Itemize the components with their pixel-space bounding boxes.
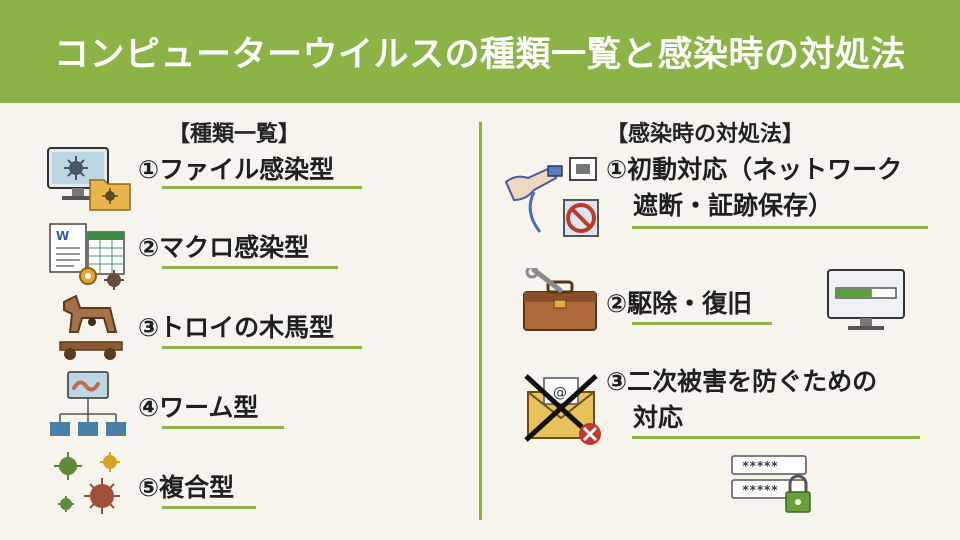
blocked-email-icon: @ bbox=[524, 372, 608, 448]
progress-fill bbox=[837, 289, 872, 297]
underline bbox=[162, 186, 362, 189]
underline bbox=[162, 506, 256, 509]
document-spreadsheet-gear-icon: W bbox=[48, 222, 134, 290]
multiple-viruses-icon bbox=[52, 450, 130, 518]
type-trojan-label: ③トロイの木馬型 bbox=[138, 313, 335, 342]
monitor-progress-icon bbox=[826, 268, 906, 334]
underline bbox=[162, 266, 338, 269]
password-lock-icon: ***** ***** bbox=[730, 452, 826, 518]
column-divider bbox=[479, 122, 482, 520]
underline bbox=[162, 426, 284, 429]
underline bbox=[162, 346, 362, 349]
type-macro-virus-label: ②マクロ感染型 bbox=[138, 233, 310, 262]
page-title: コンピューターウイルスの種類一覧と感染時の対処法 bbox=[53, 35, 906, 75]
svg-text:W: W bbox=[56, 229, 69, 243]
countermeasures-heading: 【感染時の対処法】 bbox=[606, 122, 805, 147]
underline bbox=[632, 226, 928, 229]
monitor-virus-folder-icon bbox=[46, 146, 134, 212]
countermeasure-secondary-line2: 対応 bbox=[633, 403, 684, 432]
worm-network-icon bbox=[48, 370, 130, 442]
password-mask-1: ***** bbox=[742, 459, 778, 473]
countermeasure-initial-line1: ①初動対応（ネットワーク bbox=[606, 155, 903, 184]
type-file-infector-label: ①ファイル感染型 bbox=[138, 155, 335, 184]
underline bbox=[632, 436, 920, 439]
unplug-network-cable-icon bbox=[504, 152, 604, 244]
underline bbox=[632, 322, 772, 325]
password-mask-2: ***** bbox=[742, 483, 778, 497]
type-multipartite-label: ⑤複合型 bbox=[138, 473, 235, 502]
countermeasure-initial-line2: 遮断・証跡保存） bbox=[633, 191, 834, 220]
countermeasure-secondary-line1: ③二次被害を防ぐための bbox=[606, 367, 878, 396]
types-heading: 【種類一覧】 bbox=[168, 122, 301, 147]
trojan-horse-icon bbox=[54, 292, 132, 364]
svg-text:@: @ bbox=[553, 385, 567, 401]
title-banner: コンピューターウイルスの種類一覧と感染時の対処法 bbox=[0, 0, 960, 103]
countermeasure-removal-label: ②駆除・復旧 bbox=[606, 289, 753, 318]
toolbox-icon bbox=[520, 268, 600, 334]
type-worm-label: ④ワーム型 bbox=[138, 393, 259, 422]
